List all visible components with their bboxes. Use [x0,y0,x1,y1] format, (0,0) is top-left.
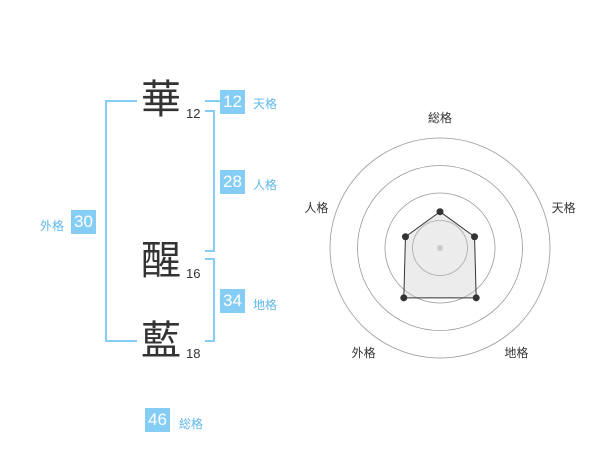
character-1: 華 [141,77,181,123]
radar-axis-label: 地格 [504,345,528,360]
radar-ring [384,192,496,304]
radar-ring [412,220,468,276]
radar-center-dot [437,245,443,251]
radar-series-area [403,211,477,299]
soukaku-badge: 46 [145,408,170,432]
radar-axis-label: 外格 [352,345,376,360]
tenkaku-badge: 12 [220,90,245,114]
jinkaku-label: 人格 [253,178,278,192]
chikaku-label: 地格 [253,298,278,312]
chikaku-bracket [205,258,215,342]
jinkaku-bracket [205,110,215,252]
tenkaku-label: 天格 [253,97,278,111]
soukaku-label: 総格 [179,417,204,431]
radar-ring [329,137,551,359]
radar-point [401,233,409,241]
radar-point [436,208,444,216]
gaikaku-badge: 30 [71,210,96,234]
character-2: 醒 [141,238,181,284]
radar-point [400,294,408,302]
gaikaku-bracket [105,100,137,342]
tenkaku-connector [205,100,220,102]
gaikaku-label: 外格 [40,219,65,233]
character-1-strokes: 12 [186,106,201,121]
chikaku-badge: 34 [220,289,245,313]
radar-point [472,294,480,302]
character-2-strokes: 16 [186,266,201,281]
character-3-strokes: 18 [186,346,201,361]
radar-ring [357,165,523,331]
radar-axis-label: 人格 [304,200,328,215]
radar-point [471,233,479,241]
jinkaku-badge: 28 [220,170,245,194]
radar-axis-label: 天格 [552,200,576,215]
character-3: 藍 [141,318,181,364]
radar-axis-label: 総格 [428,110,452,125]
